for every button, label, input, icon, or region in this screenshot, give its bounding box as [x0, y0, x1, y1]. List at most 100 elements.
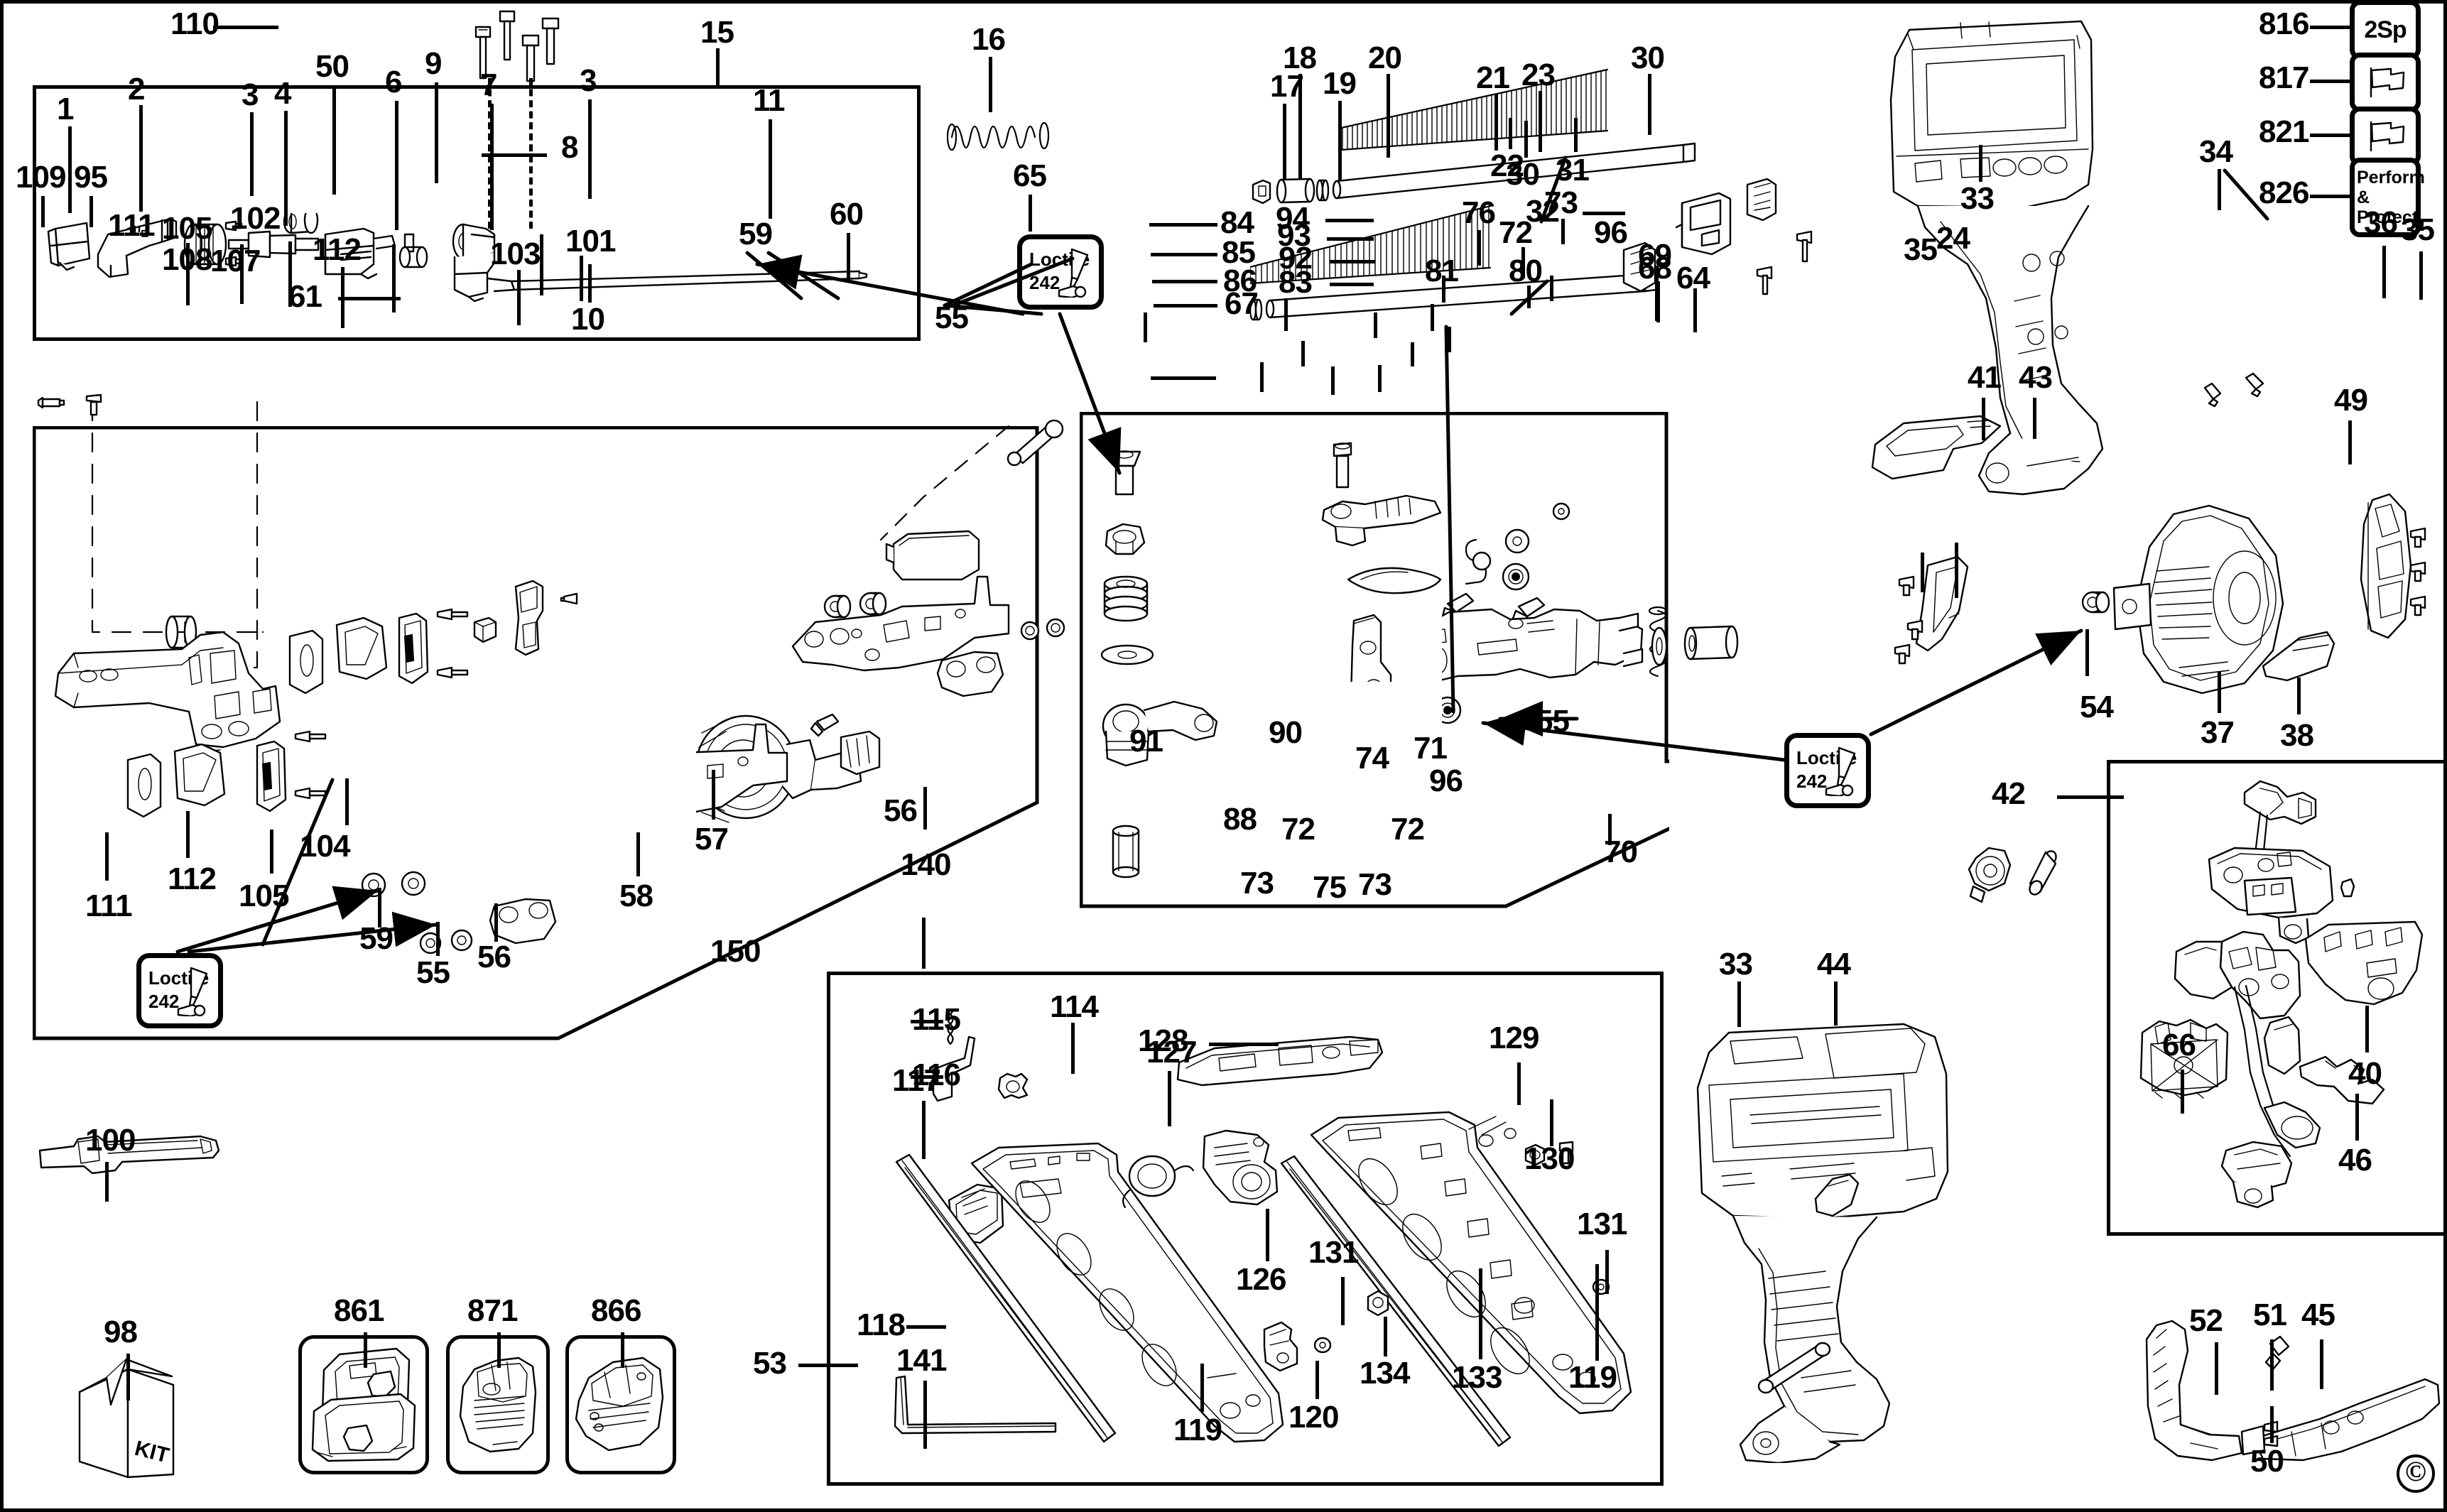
part-119-mag-left: [970, 1142, 1284, 1443]
legend-leader-821: [2310, 134, 2354, 137]
callout-31: 31: [1556, 153, 1590, 187]
leader-73a: [1561, 219, 1565, 244]
leader-31: [1574, 118, 1578, 152]
part-94-screw: [1333, 442, 1352, 489]
callout-119a: 119: [1568, 1360, 1617, 1395]
callout-30b: 30: [1506, 157, 1540, 192]
callout-100: 100: [85, 1123, 136, 1158]
callout-119b: 119: [1173, 1413, 1222, 1447]
callout-61: 61: [288, 279, 322, 314]
callout-101: 101: [565, 224, 616, 259]
callout-22: 22: [1490, 148, 1524, 183]
flag-icon: [2370, 67, 2405, 98]
leader-118: [906, 1325, 946, 1329]
leader-22: [1509, 118, 1512, 149]
leader-54: [2085, 629, 2089, 676]
leader-53: [798, 1364, 858, 1367]
part-76-spring-clip: [1465, 538, 1492, 585]
callout-56a: 56: [884, 793, 918, 828]
leader-73b: [1260, 362, 1264, 392]
loctite-note-box-top[interactable]: Loctite 242: [1017, 234, 1104, 310]
part-58-plate-lower: [696, 723, 788, 813]
callout-35a: 35: [1904, 232, 1938, 267]
callout-55a: 55: [935, 300, 969, 335]
leader-72b: [1301, 341, 1305, 366]
leader-10: [588, 264, 592, 303]
part-4-knurled-nut: [183, 223, 227, 266]
part-116-clip: [932, 1035, 976, 1102]
loctite-note-box-right[interactable]: Loctite 242: [1784, 733, 1871, 808]
leader-43: [2033, 398, 2036, 439]
leader-119a: [1595, 1264, 1599, 1361]
callout-4: 4: [274, 76, 292, 111]
leader-141: [923, 1381, 927, 1449]
legend-label-816: 2Sp: [2364, 16, 2407, 43]
part-22-spring: [1250, 205, 1492, 285]
leader-3a: [250, 112, 254, 196]
accessory-box-866[interactable]: [565, 1335, 676, 1474]
part-30-trigger-pad-a: [1746, 178, 1777, 222]
part-35-screws: [1894, 575, 1924, 665]
leader-90: [1284, 298, 1288, 331]
part-98-kit-box: KIT: [78, 1358, 175, 1479]
part-96-bearing-a: [1502, 562, 1530, 591]
part-53-pin: [1757, 1342, 1831, 1394]
part-art-140-magazine: [894, 1008, 1632, 1447]
part-871-battery: [459, 1356, 537, 1453]
part-42-trigger-body: [2174, 930, 2321, 1209]
leader-58: [636, 832, 640, 876]
leader-101: [580, 256, 583, 301]
part-art-screws-110-8: [474, 10, 560, 82]
leader-84: [1149, 223, 1217, 227]
leader-94: [1325, 219, 1374, 222]
callout-118: 118: [857, 1307, 906, 1342]
part-10-collar: [398, 246, 428, 268]
callout-52: 52: [2189, 1303, 2223, 1338]
loctite-grade: 242: [1796, 770, 1828, 792]
part-114-nut: [997, 1072, 1029, 1099]
part-16-spring: [946, 121, 1050, 151]
leader-107: [240, 244, 244, 304]
callout-75: 75: [1313, 870, 1347, 905]
callout-128: 128: [1138, 1023, 1188, 1058]
callout-109: 109: [16, 160, 66, 195]
callout-6: 6: [385, 65, 403, 99]
leader-111a: [288, 241, 292, 307]
legend-label-826-line3: Protect: [2357, 207, 2419, 227]
part-95-screw: [85, 393, 102, 416]
callout-15: 15: [700, 15, 734, 50]
panel-group-15: [33, 85, 921, 341]
leader-6: [395, 101, 398, 230]
part-6-driver-blade: [227, 230, 320, 259]
leader-103: [517, 270, 521, 325]
part-17-nut: [1252, 179, 1271, 205]
leader-114: [1071, 1023, 1075, 1074]
part-118-rail: [895, 1153, 1117, 1443]
part-104-screws-upper: [436, 608, 469, 679]
part-40-bracket: [2304, 920, 2424, 1006]
leader-4: [284, 111, 288, 226]
leader-67: [1154, 304, 1217, 308]
callout-80: 80: [1509, 254, 1543, 288]
leader-117: [922, 1101, 926, 1159]
part-45-handle: [2240, 1378, 2441, 1462]
callout-67: 67: [1225, 286, 1259, 321]
loctite-note-box-bottom-left[interactable]: Loctite 242: [136, 953, 223, 1028]
legend-leader-826: [2310, 195, 2354, 198]
callout-46: 46: [2338, 1143, 2372, 1177]
part-59-washer-b: [401, 871, 426, 896]
legend-box-826[interactable]: Perform & Protect: [2350, 158, 2425, 237]
legend-box-821[interactable]: [2350, 107, 2421, 166]
leader-108: [186, 243, 190, 305]
callout-131a: 131: [1577, 1207, 1627, 1241]
callout-76: 76: [1462, 195, 1496, 230]
legend-box-817[interactable]: [2350, 53, 2421, 112]
callout-32: 32: [1526, 194, 1560, 229]
part-129-nut: [1524, 1143, 1546, 1166]
callout-866: 866: [591, 1293, 641, 1328]
part-92-retaining-ring: [1347, 567, 1442, 594]
callout-105b: 105: [239, 879, 289, 913]
callout-72c: 72: [1391, 812, 1425, 847]
callout-94: 94: [1276, 201, 1310, 236]
part-110-screw: [474, 26, 492, 80]
